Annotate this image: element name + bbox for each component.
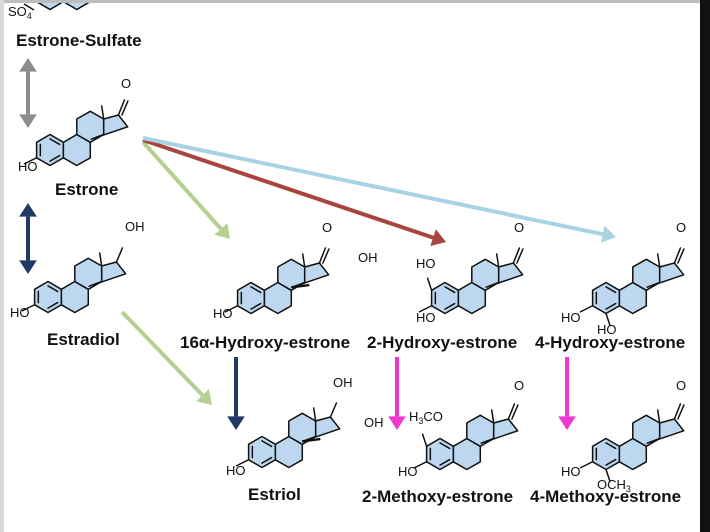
label-estrone-sulfate: Estrone-Sulfate bbox=[16, 31, 142, 50]
molecule-estriol bbox=[235, 402, 341, 469]
arrow-magenta-4-hydroxy-4-methoxy bbox=[558, 357, 576, 430]
atom-o-4-hydroxy: O bbox=[676, 220, 687, 235]
molecule-2-methoxy-estrone bbox=[413, 403, 519, 471]
atom-ho-estriol: HO bbox=[226, 463, 246, 478]
arrow-green-estradiol-estriol bbox=[120, 310, 212, 405]
label-estriol: Estriol bbox=[248, 485, 301, 504]
atom-ho-estradiol: HO bbox=[10, 305, 30, 320]
atom-oh-estradiol: OH bbox=[125, 219, 145, 234]
label-2-methoxy-estrone: 2-Methoxy-estrone bbox=[362, 487, 514, 506]
atom-o-2-methoxy: O bbox=[514, 378, 525, 393]
atom-ho-estrone: HO bbox=[18, 159, 38, 174]
molecule-16a-hydroxy-estrone bbox=[224, 247, 330, 315]
arrow-navy-estrone-estradiol bbox=[19, 203, 37, 274]
arrow-navy-16a-estriol bbox=[227, 357, 245, 430]
molecule-estradiol bbox=[21, 247, 127, 314]
label-estrone: Estrone bbox=[55, 180, 119, 199]
label-16a-hydroxy-estrone: 16α-Hydroxy-estrone bbox=[180, 333, 351, 352]
atom-oh-estriol-top: OH bbox=[333, 375, 353, 390]
left-edge bbox=[0, 0, 4, 532]
molecule-estrone bbox=[23, 99, 129, 167]
atom-och3-4-methoxy: OCH3 bbox=[597, 477, 631, 494]
atom-oh-16a-hydroxy: OH bbox=[358, 250, 378, 265]
label-estradiol: Estradiol bbox=[47, 330, 120, 349]
label-4-hydroxy-estrone: 4-Hydroxy-estrone bbox=[535, 333, 686, 352]
molecule-4-methoxy-estrone bbox=[579, 403, 685, 483]
label-2-hydroxy-estrone: 2-Hydroxy-estrone bbox=[367, 333, 518, 352]
arrow-magenta-2-hydroxy-2-methoxy bbox=[388, 357, 406, 430]
label-4-methoxy-estrone: 4-Methoxy-estrone bbox=[530, 487, 682, 506]
atom-ho-2-hydroxy-bottom: HO bbox=[416, 310, 436, 325]
atom-ho-16a-hydroxy: HO bbox=[213, 306, 233, 321]
atom-o-estrone: O bbox=[121, 76, 132, 91]
atom-ho-2-hydroxy-top: HO bbox=[416, 256, 436, 271]
atom-o-2-hydroxy: O bbox=[514, 220, 525, 235]
arrow-lightblue-estrone-4-hydroxy bbox=[142, 136, 616, 243]
atom-ho-4-hydroxy-bottom: HO bbox=[597, 322, 617, 337]
right-edge bbox=[700, 0, 710, 532]
atom-ho-4-methoxy: HO bbox=[561, 464, 581, 479]
arrow-green-estrone-16a bbox=[141, 140, 230, 239]
atom-ho-4-hydroxy-left: HO bbox=[561, 310, 581, 325]
molecule-2-hydroxy-estrone bbox=[418, 247, 524, 315]
atom-so4-estrone-sulfate: SO4 bbox=[8, 4, 32, 21]
atom-o-16a-hydroxy: O bbox=[322, 220, 333, 235]
atom-oh-estriol-right: OH bbox=[364, 415, 384, 430]
molecule-4-hydroxy-estrone bbox=[579, 247, 685, 327]
top-edge bbox=[0, 0, 710, 3]
atom-h3co-2-methoxy: H3CO bbox=[409, 409, 443, 426]
atom-o-4-methoxy: O bbox=[676, 378, 687, 393]
arrow-red-estrone-2-hydroxy bbox=[142, 138, 446, 246]
arrow-gray-sulfate-estrone bbox=[19, 58, 37, 128]
atom-ho-2-methoxy: HO bbox=[398, 464, 418, 479]
